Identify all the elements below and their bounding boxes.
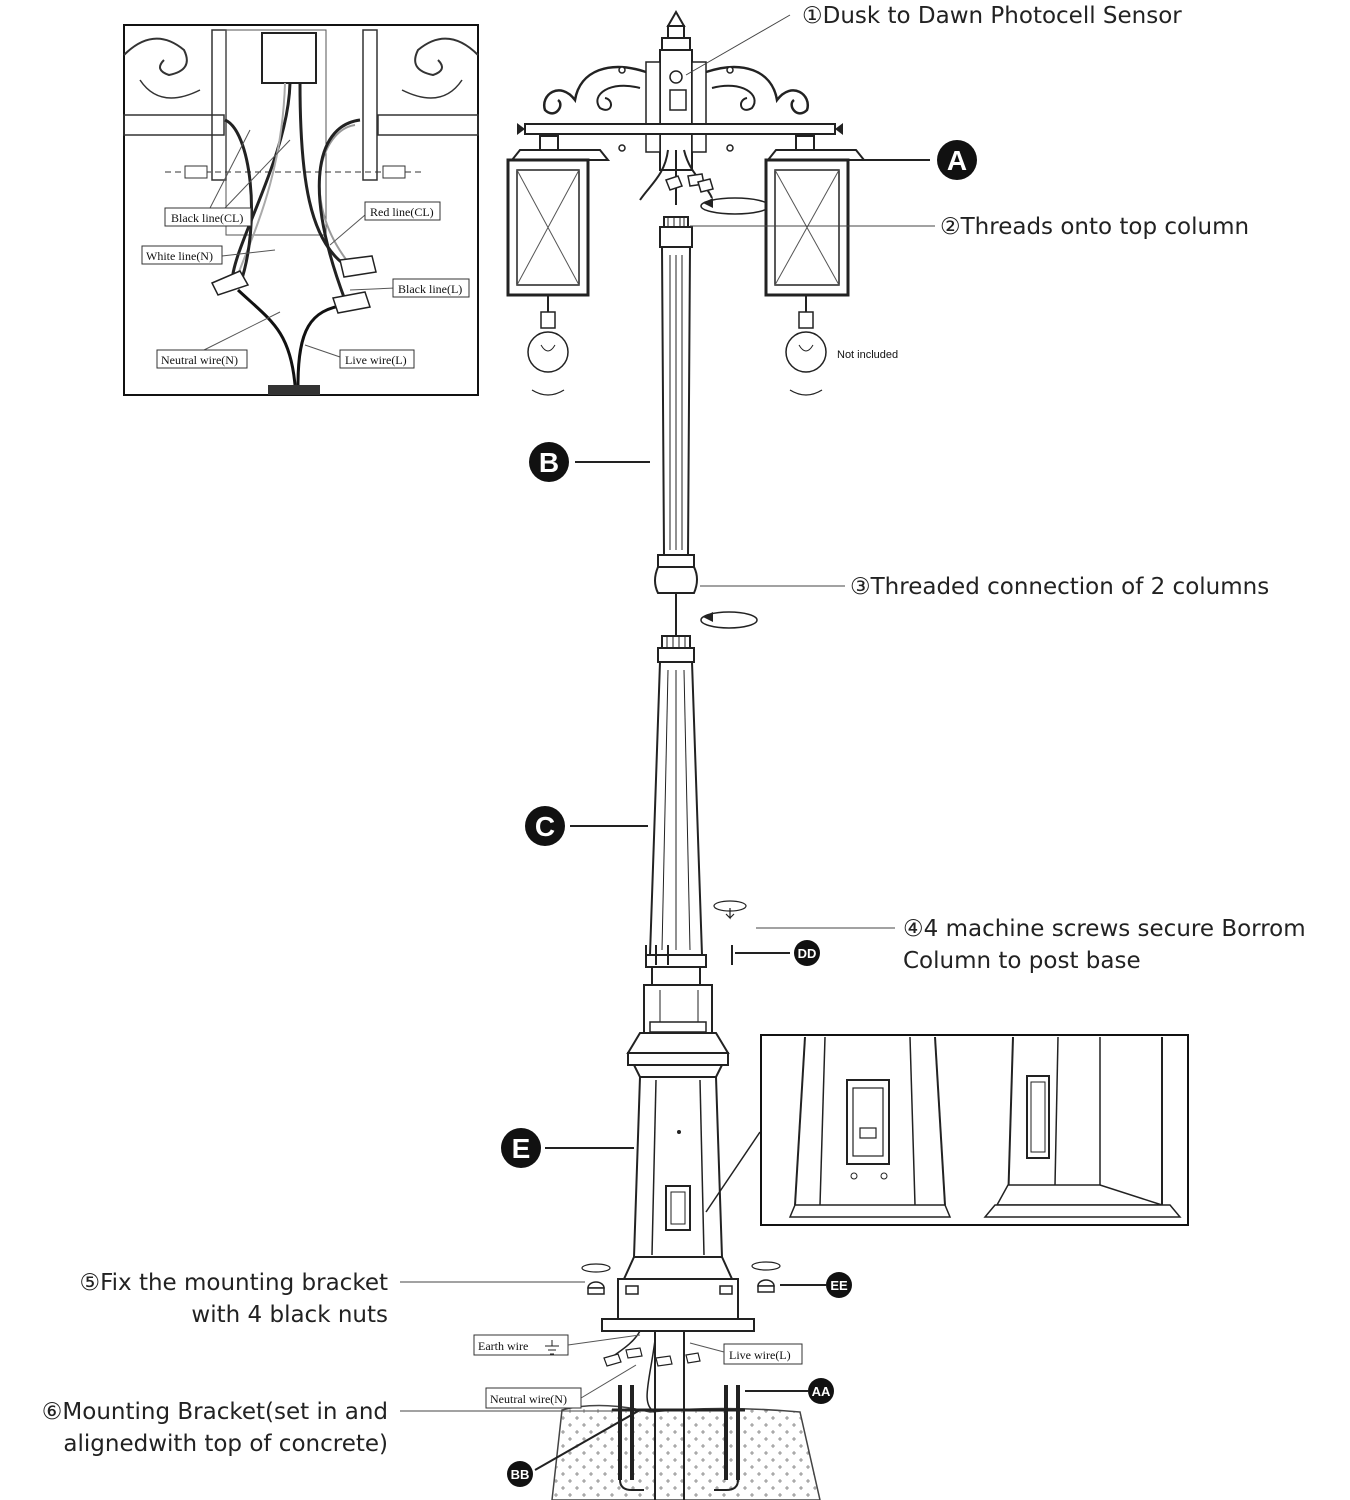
light-bulb-icon: [527, 311, 569, 373]
marker-ee: EE: [826, 1272, 852, 1298]
photocell-sensor-icon: [669, 70, 683, 84]
svg-text:Live wire(L): Live wire(L): [345, 353, 407, 367]
svg-text:B: B: [539, 447, 559, 478]
outlet-icon: [665, 1185, 691, 1231]
inset-label-black-cl: Black line(CL): [164, 207, 252, 227]
svg-text:Neutral wire(N): Neutral wire(N): [490, 1392, 567, 1406]
top-column: [654, 216, 758, 636]
svg-text:BB: BB: [511, 1467, 530, 1482]
marker-bb: BB: [507, 1461, 533, 1487]
marker-aa: AA: [808, 1378, 834, 1404]
lamp-head: Not included: [506, 9, 898, 396]
wiring-inset: Black line(CL) Red line(CL) White line(N…: [123, 24, 479, 396]
svg-text:Earth wire: Earth wire: [478, 1339, 528, 1353]
marker-e: E: [501, 1128, 541, 1168]
svg-text:Black line(CL): Black line(CL): [171, 211, 243, 225]
svg-text:Live wire(L): Live wire(L): [729, 1348, 791, 1362]
inset-label-live-l: Live wire(L): [339, 349, 415, 369]
inset-label-white-n: White line(N): [141, 245, 223, 265]
step-2-label: ②Threads onto top column: [940, 214, 1249, 240]
svg-text:White line(N): White line(N): [146, 249, 213, 263]
marker-b: B: [529, 442, 569, 482]
svg-text:A: A: [947, 145, 967, 176]
ground-label-neutral: Neutral wire(N): [485, 1364, 637, 1409]
svg-text:Neutral wire(N): Neutral wire(N): [161, 353, 238, 367]
light-bulb-icon: [785, 311, 827, 373]
marker-dd: DD: [794, 940, 820, 966]
post-base: [581, 984, 781, 1332]
ground-symbol-icon: [545, 1340, 559, 1355]
step-6-label-line1: ⑥Mounting Bracket(set in and: [42, 1399, 388, 1425]
left-lantern: [506, 135, 611, 396]
svg-text:DD: DD: [798, 946, 817, 961]
svg-text:AA: AA: [812, 1384, 831, 1399]
inset-label-black-l: Black line(L): [392, 278, 470, 298]
inset-label-red-cl: Red line(CL): [364, 201, 441, 221]
marker-c: C: [525, 806, 565, 846]
step-6-label-line2: alignedwith top of concrete): [63, 1431, 388, 1457]
marker-a: A: [937, 140, 977, 180]
step-5-label-line1: ⑤Fix the mounting bracket: [79, 1270, 388, 1296]
callout-leaders: [400, 14, 935, 1412]
wire-nut-icon: [210, 255, 377, 314]
svg-text:C: C: [535, 811, 555, 842]
step-4-label-line1: ④4 machine screws secure Borrom: [903, 916, 1306, 942]
right-lantern: [764, 135, 867, 396]
marker-leaders: [534, 159, 930, 1471]
outlet-side-icon: [1026, 1075, 1050, 1159]
nut-icon: [587, 1279, 775, 1295]
inset-label-neutral-n: Neutral wire(N): [156, 349, 248, 369]
ground-installation: [551, 1330, 821, 1500]
step-4-label-line2: Column to post base: [903, 948, 1141, 974]
svg-text:E: E: [512, 1133, 531, 1164]
step-3-label: ③Threaded connection of 2 columns: [850, 574, 1269, 600]
ground-label-earth: Earth wire: [473, 1334, 641, 1356]
svg-text:EE: EE: [830, 1278, 848, 1293]
bottom-column: [645, 635, 747, 986]
svg-text:Red line(CL): Red line(CL): [370, 205, 434, 219]
rotate-arrow-icon: [700, 611, 758, 629]
outlet-detail-inset: [705, 1034, 1189, 1226]
not-included-note: Not included: [837, 349, 898, 361]
ground-label-live: Live wire(L): [689, 1342, 803, 1365]
step-1-label: ①Dusk to Dawn Photocell Sensor: [802, 3, 1182, 29]
svg-text:Black line(L): Black line(L): [398, 282, 462, 296]
outlet-icon: [846, 1079, 890, 1180]
step-5-label-line2: with 4 black nuts: [191, 1302, 388, 1328]
